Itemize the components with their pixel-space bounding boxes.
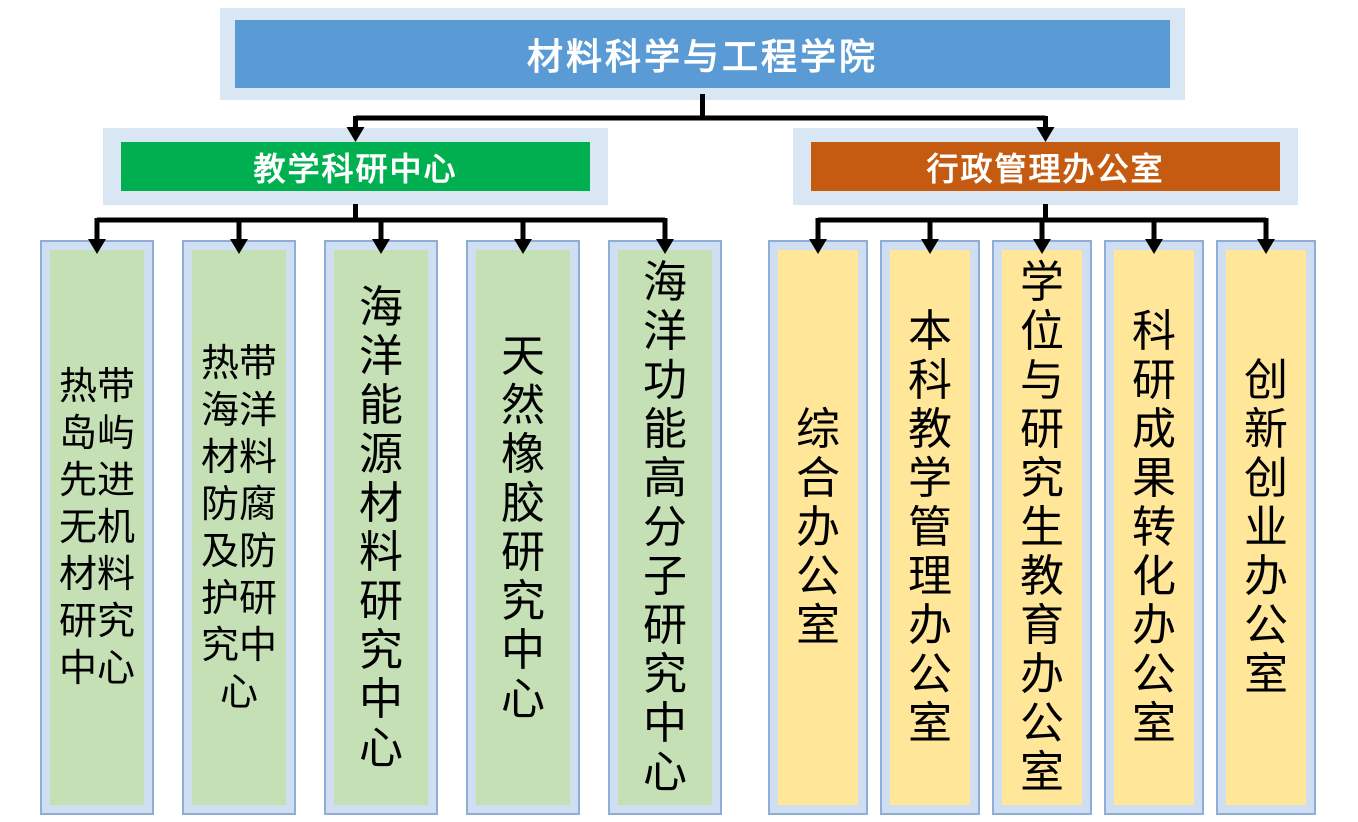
org-node-label: 本科教学管理办公室 [908,306,952,749]
org-node-admin-office: 科研成果转化办公室 [1104,240,1204,815]
admin-header-fill: 行政管理办公室 [811,142,1280,191]
org-node-label: 创新创业办公室 [1244,355,1288,700]
teaching-header-label: 教学科研中心 [253,149,458,188]
org-node-label: 热带岛屿先进无机材料研究中心 [58,364,135,690]
root-title: 材料科学与工程学院 [526,37,878,78]
org-node-label: 海洋能源材料研究中心 [359,281,403,774]
org-node-label: 热带海洋材料防腐及防护研究中心 [200,340,277,714]
org-node-root: 材料科学与工程学院 [220,8,1185,100]
org-node-root-fill: 材料科学与工程学院 [235,20,1170,88]
admin-header-label: 行政管理办公室 [926,149,1165,188]
org-node-label: 天然橡胶研究中心 [501,330,545,725]
org-node-teaching-center: 热带海洋材料防腐及防护研究中心 [182,240,296,815]
org-node-admin-office: 学位与研究生教育办公室 [992,240,1092,815]
org-node-admin-office: 本科教学管理办公室 [880,240,980,815]
org-node-admin-office: 创新创业办公室 [1216,240,1316,815]
org-node-admin-office: 综合办公室 [768,240,868,815]
org-node-admin-header: 行政管理办公室 [793,128,1298,205]
org-node-teaching-center: 天然橡胶研究中心 [466,240,580,815]
org-node-teaching-header: 教学科研中心 [103,128,608,205]
org-node-label: 学位与研究生教育办公室 [1020,257,1064,798]
org-node-teaching-center: 海洋功能高分子研究中心 [608,240,722,815]
org-node-label: 科研成果转化办公室 [1132,306,1176,749]
org-node-teaching-center: 海洋能源材料研究中心 [324,240,438,815]
teaching-header-fill: 教学科研中心 [121,142,590,191]
org-node-teaching-center: 热带岛屿先进无机材料研究中心 [40,240,154,815]
org-node-label: 海洋功能高分子研究中心 [643,257,687,798]
org-node-label: 综合办公室 [796,404,840,651]
